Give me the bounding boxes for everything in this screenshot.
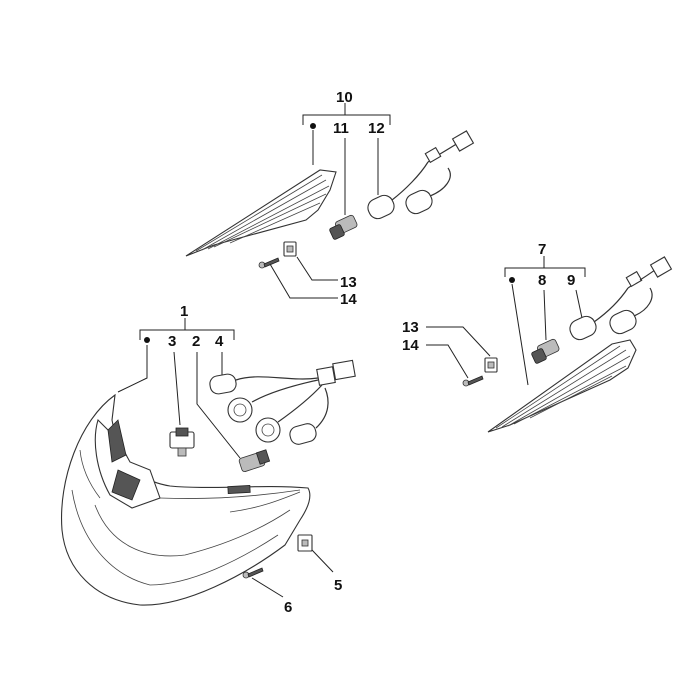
callout-13-right: 13 [402, 319, 419, 336]
callout-14-right: 14 [402, 337, 419, 354]
upper-bulb-11 [329, 214, 358, 240]
upper-screw-14 [258, 257, 280, 269]
callout-14-upper: 14 [340, 291, 357, 308]
callout-10: 10 [336, 89, 353, 106]
right-screw-14 [462, 375, 484, 387]
headlamp-screw-6 [242, 567, 264, 579]
right-bulb-8 [531, 338, 560, 364]
right-clip-13 [484, 357, 498, 373]
headlamp-bulb-3 [169, 427, 195, 457]
group-10-upper-indicator: 10 11 12 [185, 89, 475, 308]
callout-4: 4 [215, 333, 224, 350]
headlamp-clip-5 [297, 534, 313, 552]
wiring-harness-4 [209, 359, 356, 445]
headlamp-bulb-2 [238, 449, 271, 472]
callout-9: 9 [567, 272, 575, 289]
upper-clip-13 [283, 241, 297, 257]
headlamp-housing [60, 393, 311, 606]
right-indicator-lens [487, 339, 637, 433]
callout-8: 8 [538, 272, 546, 289]
callout-5: 5 [334, 577, 342, 594]
right-socket-9 [569, 256, 673, 341]
callout-13-upper: 13 [340, 274, 357, 291]
callout-11: 11 [333, 120, 349, 137]
callout-7: 7 [538, 241, 546, 258]
upper-socket-12 [367, 130, 475, 220]
callout-12: 12 [368, 120, 385, 137]
callout-1: 1 [180, 303, 188, 320]
callout-6: 6 [284, 599, 292, 616]
callout-3: 3 [168, 333, 176, 350]
callout-2: 2 [192, 333, 200, 350]
group-7-right-indicator: 7 8 9 [402, 241, 673, 433]
group-1-headlamp: 1 3 2 4 [60, 303, 356, 606]
upper-indicator-lens [185, 169, 337, 257]
